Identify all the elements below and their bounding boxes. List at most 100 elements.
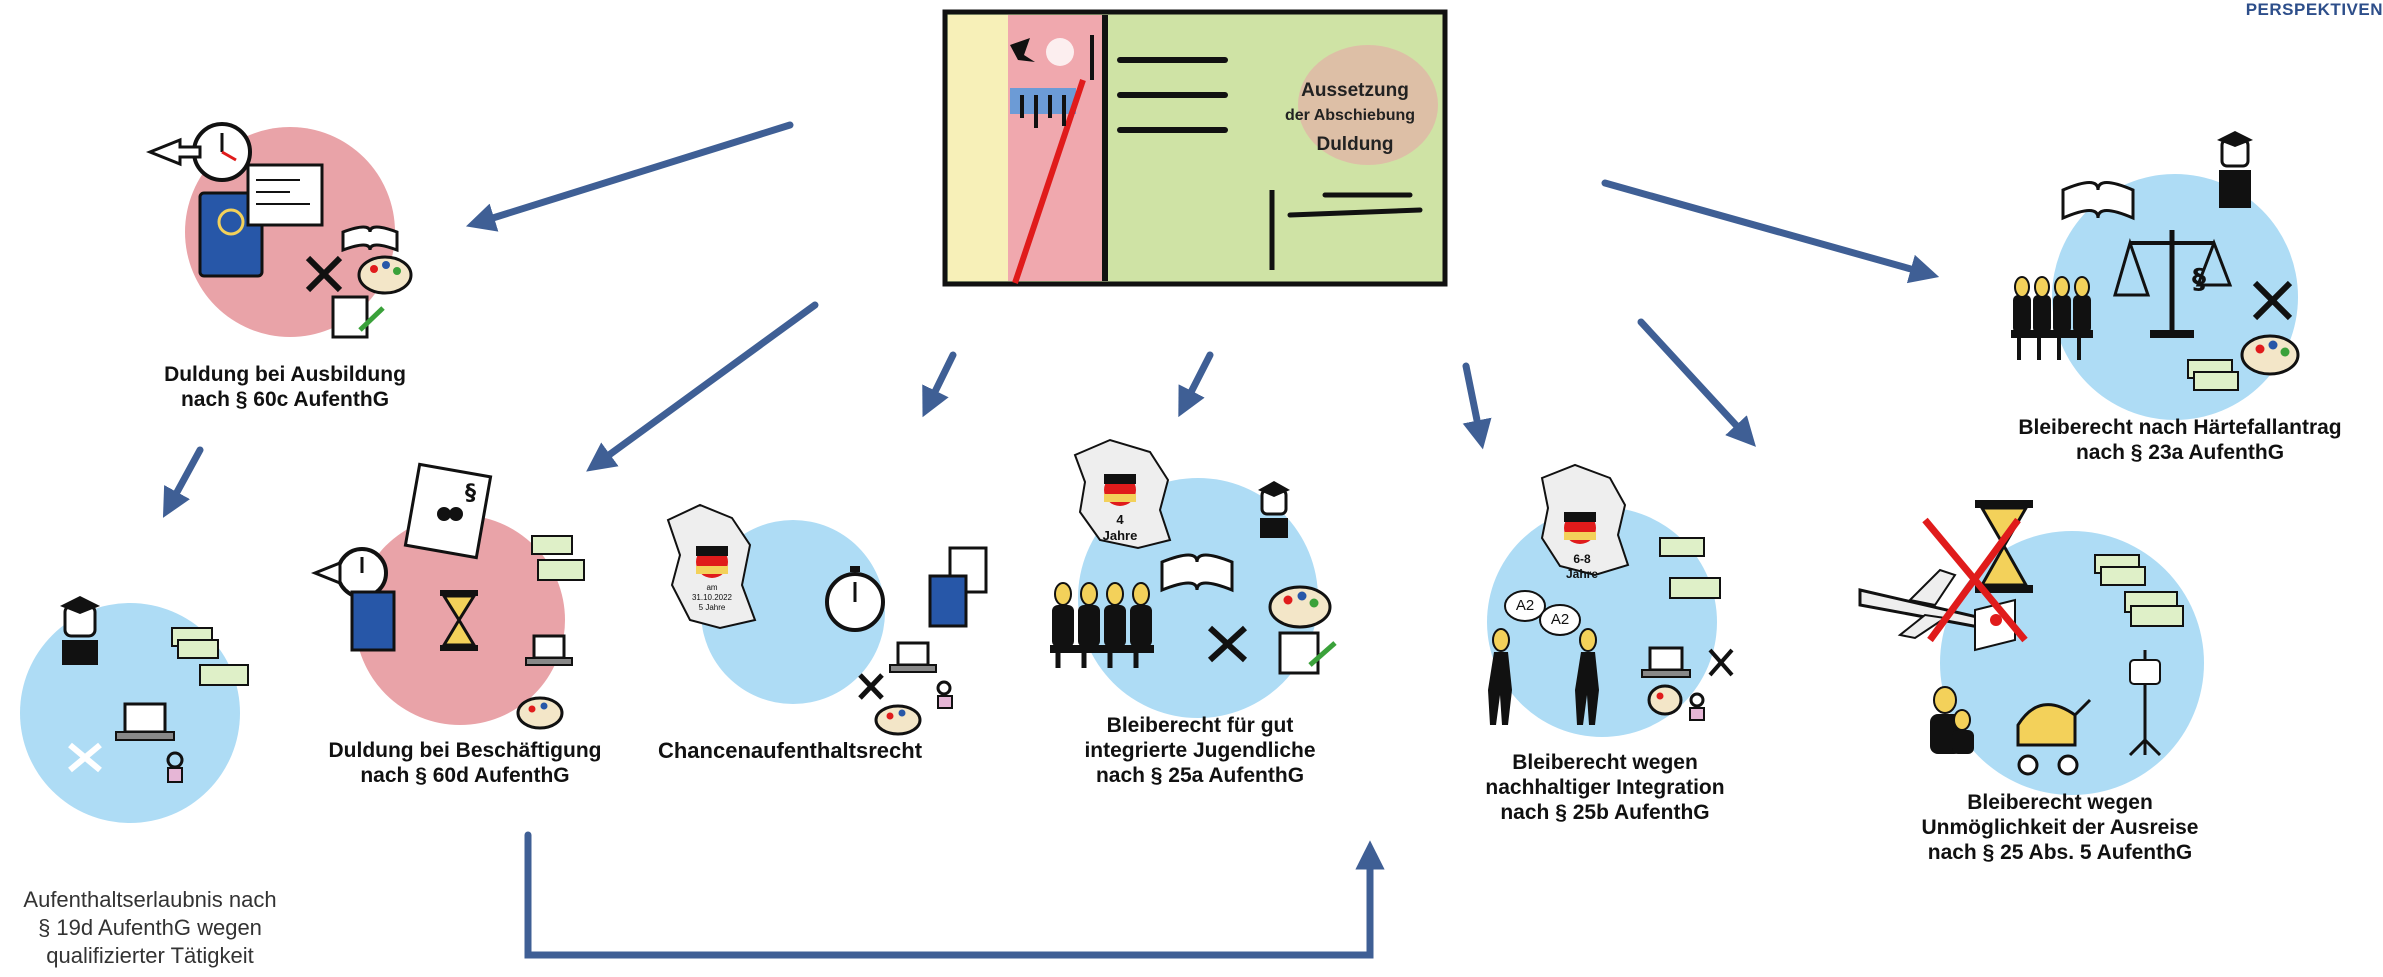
chancen-map-line3: 5 Jahre <box>698 603 726 612</box>
palette-icon <box>2240 334 2300 376</box>
label-taetigkeit-line1: Aufenthaltserlaubnis nach <box>23 887 277 912</box>
robot-icon <box>1689 692 1705 721</box>
label-jugendliche-line1: Bleiberecht für gut <box>1106 714 1294 737</box>
label-ausreise-line3: nach § 25 Abs. 5 AufenthG <box>1927 841 2193 864</box>
label-haertefall-line2: nach § 23a AufenthG <box>2075 441 2285 464</box>
passport-icon <box>350 590 396 652</box>
tools-icon <box>68 742 102 773</box>
circle-integration <box>1487 507 1717 737</box>
label-jugendliche: Bleiberecht für gut integrierte Jugendli… <box>1050 713 1350 788</box>
graduate-icon <box>2217 131 2253 208</box>
map-pin-icon <box>1974 598 2016 652</box>
arrow-to-ausreise <box>1637 318 1756 447</box>
tools-icon <box>305 255 343 293</box>
germany-map-icon <box>1073 438 1172 550</box>
contract-icon: § <box>403 462 493 560</box>
laptop-icon <box>525 634 573 666</box>
circle-haertefall <box>2052 174 2298 420</box>
label-integration: Bleiberecht wegen nachhaltiger Integrati… <box>1465 750 1745 825</box>
label-ausbildung-line2: nach § 60c AufenthG <box>180 388 390 411</box>
label-ausreise: Bleiberecht wegen Unmöglichkeit der Ausr… <box>1895 790 2225 865</box>
palette-icon <box>516 696 564 730</box>
label-taetigkeit-line3: qualifizierter Tätigkeit <box>46 943 254 968</box>
label-ausbildung: Duldung bei Ausbildung nach § 60c Aufent… <box>145 362 425 412</box>
label-integration-line3: nach § 25b AufenthG <box>1500 801 1710 824</box>
hourglass-icon <box>440 590 478 651</box>
label-ausreise-line1: Bleiberecht wegen <box>1967 791 2153 814</box>
label-integration-line2: nachhaltiger Integration <box>1485 776 1725 799</box>
cross-out-icon <box>1922 517 2028 643</box>
arrow-to-chancen <box>922 351 957 418</box>
label-beschaeftigung-line2: nach § 60d AufenthG <box>360 764 570 787</box>
tools-icon <box>1207 625 1248 663</box>
label-beschaeftigung-line1: Duldung bei Beschäftigung <box>328 739 602 762</box>
label-haertefall-line1: Bleiberecht nach Härtefallantrag <box>2018 416 2342 439</box>
label-jugendliche-line3: nach § 25a AufenthG <box>1095 764 1305 787</box>
stopwatch-icon <box>825 566 885 632</box>
stroller-icon <box>2016 698 2092 776</box>
money-icon <box>2187 359 2239 391</box>
palette-icon <box>357 255 413 295</box>
document-icon <box>246 163 324 227</box>
chancen-map-line2: 31.10.2022 <box>691 593 733 602</box>
tools-icon <box>858 673 884 700</box>
speech-bubble-icon <box>1504 590 1581 636</box>
people-group-icon <box>2011 276 2093 360</box>
parent-child-icon <box>1930 686 1974 754</box>
bubble-a2-2: A2 <box>1550 611 1570 628</box>
arrow-to-jugendliche <box>1178 351 1214 418</box>
bubble-a2-1: A2 <box>1515 597 1535 614</box>
money-icon <box>171 627 249 686</box>
label-haertefall: Bleiberecht nach Härtefallantrag nach § … <box>2010 415 2350 465</box>
arrow-to-beschaeftigung <box>586 301 819 472</box>
arrow-to-haertefall <box>1601 179 1940 284</box>
circle-ausbildung <box>185 127 395 337</box>
iv-drip-icon <box>2128 650 2162 757</box>
arrow-to-taetigkeit <box>162 446 204 518</box>
card-line2: der Abschiebung <box>1285 107 1415 124</box>
label-beschaeftigung: Duldung bei Beschäftigung nach § 60d Auf… <box>315 738 615 788</box>
svg-text:§: § <box>2192 262 2206 295</box>
book-icon <box>341 225 399 253</box>
pencil-paper-icon <box>331 295 385 339</box>
laptop-icon <box>115 702 175 741</box>
palette-icon <box>1268 585 1332 629</box>
label-jugendliche-line2: integrierte Jugendliche <box>1084 739 1316 762</box>
graduate-icon <box>1258 481 1290 538</box>
label-taetigkeit: Aufenthaltserlaubnis nach § 19d AufenthG… <box>0 886 300 970</box>
money-icon <box>2094 554 2184 627</box>
duldung-card <box>942 9 1448 287</box>
clock-icon <box>310 547 388 599</box>
laptop-icon <box>889 641 937 673</box>
robot-icon <box>936 680 953 709</box>
book-icon <box>1160 553 1234 593</box>
card-line1: Aussetzung <box>1301 80 1409 101</box>
money-icon <box>1659 537 1721 599</box>
document-icon <box>928 546 988 628</box>
jugendliche-map-label: 4 Jahre <box>1102 512 1138 543</box>
brand-logo-text: PERSPEKTIVEN <box>2245 0 2383 19</box>
chancen-map-label: am 31.10.2022 5 Jahre <box>690 583 734 613</box>
label-ausreise-line2: Unmöglichkeit der Ausreise <box>1921 816 2199 839</box>
clock-icon <box>145 122 252 182</box>
arrow-to-integration <box>1462 362 1492 450</box>
person-icon <box>1575 628 1599 725</box>
pencil-paper-icon <box>1278 631 1337 675</box>
graduate-icon <box>60 596 100 665</box>
scales-icon: § <box>2113 230 2233 338</box>
label-ausbildung-line1: Duldung bei Ausbildung <box>164 363 406 386</box>
chancen-map-line1: am <box>706 583 718 592</box>
book-icon <box>2061 181 2135 221</box>
svg-text:§: § <box>465 481 476 506</box>
label-chancen-line1: Chancenaufenthaltsrecht <box>657 738 923 763</box>
integration-map-label: 6-8 Jahre <box>1565 552 1599 581</box>
label-integration-line1: Bleiberecht wegen <box>1512 751 1698 774</box>
label-taetigkeit-line2: § 19d AufenthG wegen <box>38 915 262 940</box>
robot-icon <box>166 751 184 783</box>
arrow-to-ausbildung <box>465 121 794 232</box>
laptop-icon <box>1641 646 1691 678</box>
money-icon <box>531 535 585 581</box>
circle-chancen <box>701 520 885 704</box>
people-group-icon <box>1050 582 1154 668</box>
